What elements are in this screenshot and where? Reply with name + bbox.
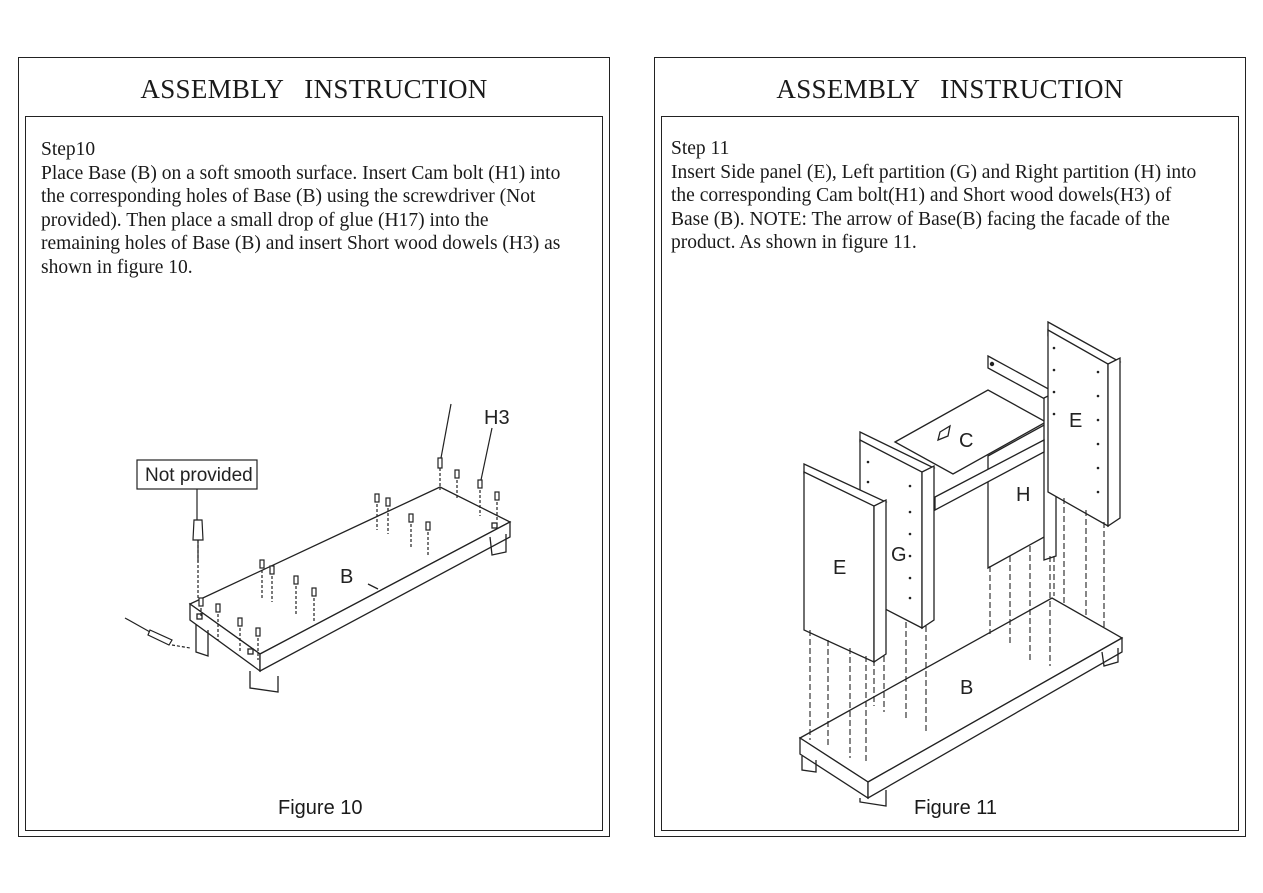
left-step-title: Step10 <box>41 139 96 160</box>
right-step-line: product. As shown in figure 11. <box>671 232 917 253</box>
right-step-text: Step 11 Insert Side panel (E), Left part… <box>671 137 1237 255</box>
label-e-left: E <box>833 557 846 579</box>
right-step-title: Step 11 <box>671 138 730 159</box>
right-step-line: the corresponding Cam bolt(H1) and Short… <box>671 185 1172 206</box>
figure-10-caption: Figure 10 <box>278 797 363 819</box>
label-e-right: E <box>1069 410 1082 432</box>
right-step-line: Base (B). NOTE: The arrow of Base(B) fac… <box>671 208 1170 230</box>
label-g: G <box>891 544 907 566</box>
left-step-line: provided). Then place a small drop of gl… <box>41 209 489 231</box>
left-step-line: shown in figure 10. <box>41 256 193 278</box>
left-step-line: the corresponding holes of Base (B) usin… <box>41 186 536 207</box>
label-b-right: B <box>960 677 973 699</box>
left-step-text: Step10 Place Base (B) on a soft smooth s… <box>41 138 601 279</box>
label-h: H <box>1016 484 1030 506</box>
label-h3: H3 <box>484 407 510 429</box>
not-provided-callout: Not provided <box>145 465 253 486</box>
right-content-frame <box>661 116 1239 831</box>
right-step-line: Insert Side panel (E), Left partition (G… <box>671 161 1197 183</box>
left-step-line: Place Base (B) on a soft smooth surface.… <box>41 162 561 184</box>
figure-11-caption: Figure 11 <box>914 797 998 819</box>
label-b-left: B <box>340 566 353 588</box>
right-page-title: ASSEMBLY INSTRUCTION <box>776 74 1124 104</box>
label-c: C <box>959 430 973 452</box>
left-page: ASSEMBLY INSTRUCTION Step10 Place Base (… <box>18 57 610 837</box>
left-page-title: ASSEMBLY INSTRUCTION <box>140 74 488 104</box>
right-page: ASSEMBLY INSTRUCTION Step 11 Insert Side… <box>654 57 1246 837</box>
left-content-frame <box>25 116 603 831</box>
left-step-line: remaining holes of Base (B) and insert S… <box>41 233 561 254</box>
